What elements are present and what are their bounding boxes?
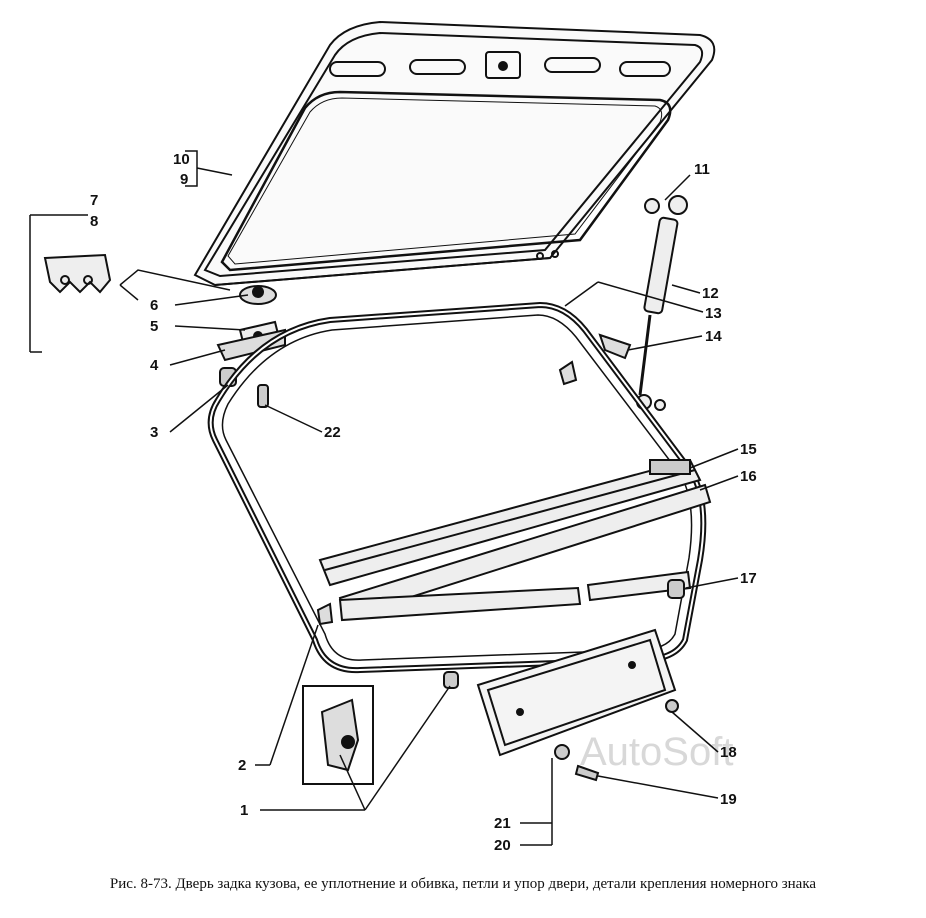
callout-22: 22 [324,424,341,441]
bolt-22 [257,384,269,408]
screw-18 [665,699,679,713]
hinge-base-4 [216,328,286,362]
callout-13: 13 [705,305,722,322]
plug-1 [443,671,459,689]
license-plate-bracket [476,628,677,757]
callout-7: 7 [90,192,98,209]
washer-20-21 [554,744,570,760]
callout-14: 14 [705,328,722,345]
callout-21: 21 [494,815,511,832]
callout-8: 8 [90,213,98,230]
callout-20: 20 [494,837,511,854]
callout-10: 10 [173,151,190,168]
gas-strut-12 [636,195,688,411]
hinge-bracket-7-8 [43,253,112,294]
plug-17 [667,579,685,599]
tailgate-door-frame [193,20,716,287]
lower-panel [338,570,692,622]
callout-3: 3 [150,424,158,441]
callout-11: 11 [694,161,710,178]
watermark-text: AutoSoft [580,730,733,774]
callout-2: 2 [238,757,246,774]
callout-17: 17 [740,570,757,587]
figure-caption: Рис. 8-73. Дверь задка кузова, ее уплотн… [109,876,817,892]
callout-18: 18 [720,744,737,761]
callout-1: 1 [240,802,248,819]
strut-bracket-14 [598,333,632,360]
callout-6: 6 [150,297,158,314]
hinge-washer-6 [239,285,277,305]
callout-9: 9 [180,171,188,188]
callout-4: 4 [150,357,159,374]
screw-19 [574,764,600,782]
callout-16: 16 [740,468,757,485]
callout-15: 15 [740,441,757,458]
upper-trim-15 [318,458,702,587]
clip-near-seal [316,360,578,626]
inset-detail-box [302,685,374,785]
callout-19: 19 [720,791,737,808]
callout-labels: 1 2 3 4 5 6 7 8 9 10 11 12 13 14 15 16 1… [90,151,757,854]
door-seal-13 [207,301,707,674]
leader-lines [29,150,739,846]
callout-12: 12 [702,285,719,302]
callout-5: 5 [150,318,158,335]
